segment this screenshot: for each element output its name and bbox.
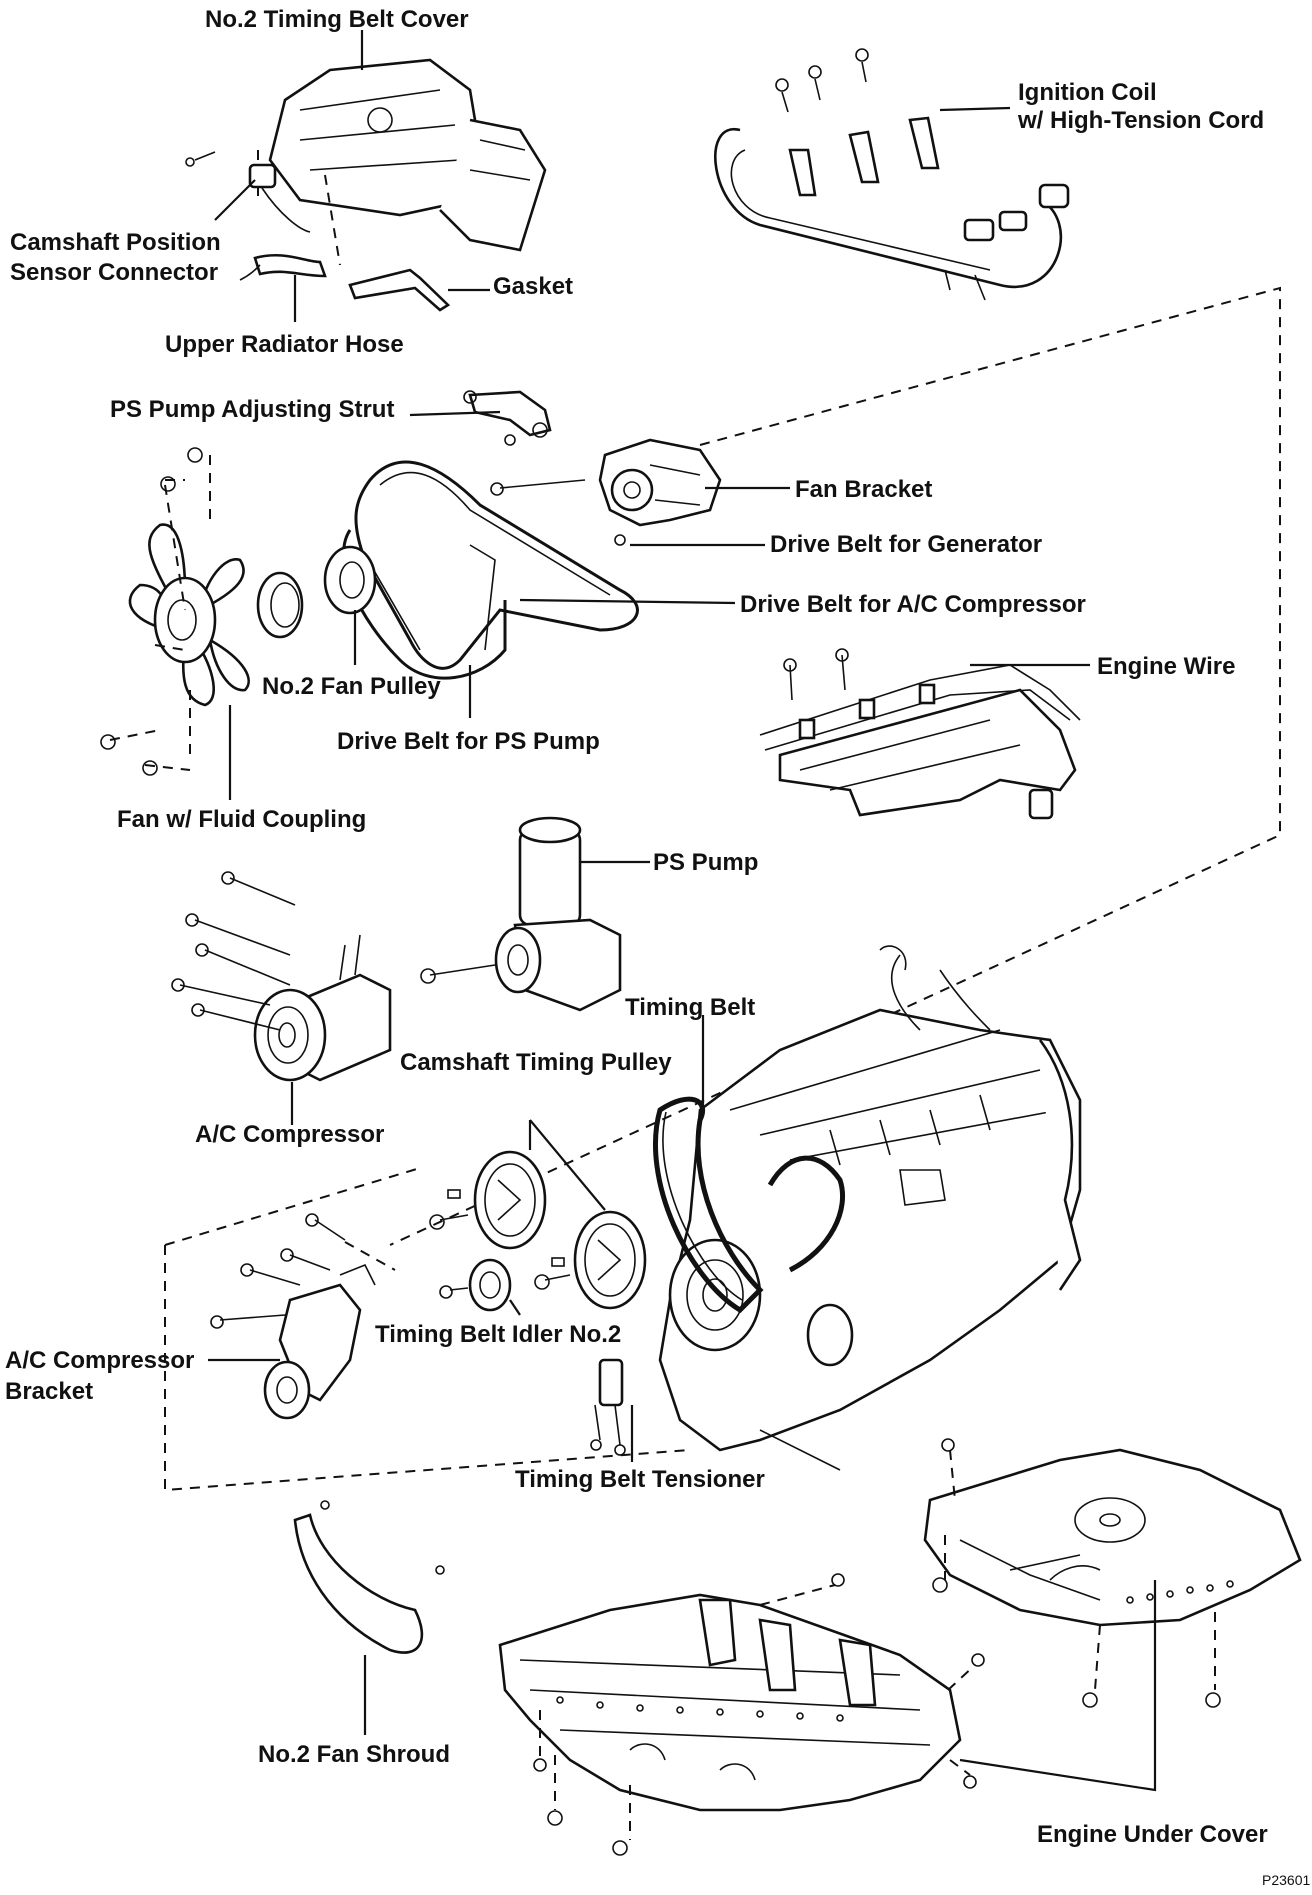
leader-camshaft-sensor (214, 179, 256, 221)
label-ignition-coil-line2: w/ High-Tension Cord (1018, 107, 1265, 134)
bolt-cover (194, 151, 216, 161)
ac-compressor-bracket-part (210, 1213, 376, 1420)
label-fan-bracket: Fan Bracket (795, 476, 933, 503)
engine-under-cover-lower-part (498, 1593, 962, 1812)
engine-under-cover-upper-part (923, 1448, 1302, 1627)
label-timing-belt: Timing Belt (625, 994, 756, 1021)
ignition-coil-part (714, 48, 1070, 301)
label-upper-radiator-hose: Upper Radiator Hose (165, 331, 404, 358)
timing-belt-tensioner-part (590, 1358, 626, 1456)
timing-belt-idler-part (439, 1258, 512, 1312)
engine-block-part (658, 945, 1082, 1471)
leader-ps-strut (409, 410, 501, 417)
label-camshaft-timing-pulley: Camshaft Timing Pulley (400, 1049, 672, 1076)
no2-timing-belt-cover-part (268, 58, 547, 252)
fan-bracket-part (490, 438, 722, 546)
ps-pump-adjusting-strut-part (463, 390, 552, 446)
label-gasket: Gasket (493, 273, 574, 300)
upper-radiator-hose-part (239, 253, 327, 281)
leader-ignition-coil (939, 106, 1011, 112)
timing-belt-part (653, 1096, 846, 1314)
no2-fan-shroud-part (293, 1500, 445, 1654)
label-ac-bracket-line1: A/C Compressor (5, 1347, 195, 1374)
label-drive-belt-ps-pump: Drive Belt for PS Pump (337, 728, 600, 755)
label-timing-belt-tensioner: Timing Belt Tensioner (515, 1466, 765, 1493)
label-ac-bracket-line2: Bracket (5, 1378, 94, 1405)
label-camshaft-sensor-line1: Camshaft Position (10, 229, 221, 256)
ac-compressor-part (171, 871, 392, 1082)
leader-camshaft-timing-pulley (528, 1119, 606, 1211)
label-ac-compressor: A/C Compressor (195, 1121, 385, 1148)
label-no2-fan-pulley: No.2 Fan Pulley (262, 673, 441, 700)
drive-belts-part (342, 460, 639, 680)
gasket-part (348, 268, 451, 312)
leader-idler (509, 1299, 521, 1316)
label-no2-timing-belt-cover: No.2 Timing Belt Cover (205, 6, 469, 33)
fan-fluid-coupling-part (128, 523, 250, 707)
camshaft-timing-pulley-part (429, 1150, 647, 1310)
label-timing-belt-idler: Timing Belt Idler No.2 (375, 1321, 622, 1348)
label-ignition-coil-line1: Ignition Coil (1018, 79, 1157, 106)
dashed-frame-lower (164, 1167, 691, 1492)
label-ps-pump-adjusting-strut: PS Pump Adjusting Strut (110, 396, 395, 423)
label-engine-under-cover: Engine Under Cover (1037, 1821, 1268, 1848)
label-no2-fan-shroud: No.2 Fan Shroud (258, 1741, 450, 1768)
figure-code: P23601 (1262, 1872, 1311, 1888)
no2-fan-pulley-part (256, 545, 377, 639)
label-engine-wire: Engine Wire (1097, 653, 1236, 680)
label-camshaft-sensor-line2: Sensor Connector (10, 259, 219, 286)
engine-wire-part (759, 648, 1081, 820)
leader-engine-under-cover (959, 1580, 1157, 1792)
leader-drive-belt-ac (519, 598, 736, 605)
label-drive-belt-ac: Drive Belt for A/C Compressor (740, 591, 1086, 618)
camshaft-sensor-connector-part (248, 163, 311, 233)
ps-pump-part (420, 816, 622, 1012)
label-drive-belt-generator: Drive Belt for Generator (770, 531, 1043, 558)
label-ps-pump: PS Pump (653, 849, 759, 876)
label-fan-fluid-coupling: Fan w/ Fluid Coupling (117, 806, 367, 833)
